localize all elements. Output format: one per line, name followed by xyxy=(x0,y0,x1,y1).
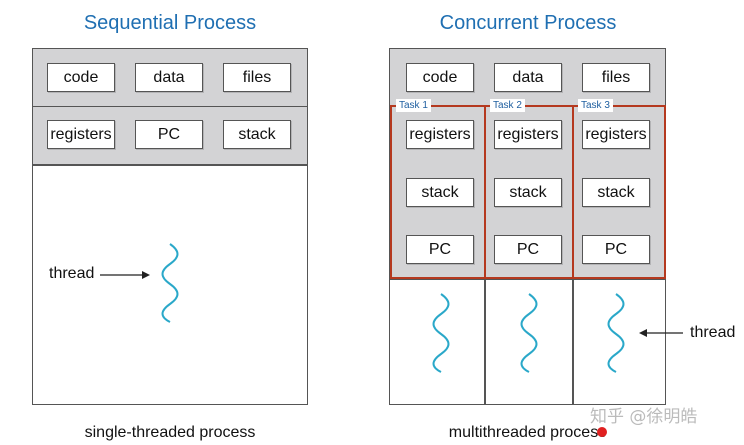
registers-box: registers xyxy=(47,120,115,149)
thread-label: thread xyxy=(690,324,736,341)
thread-arrow-icon xyxy=(639,329,683,337)
band-divider xyxy=(32,106,308,108)
task-2-registers-box: registers xyxy=(494,120,562,149)
pc-box: PC xyxy=(135,120,203,149)
data-box: data xyxy=(494,63,562,92)
thread-1-wave-icon xyxy=(432,293,450,373)
thread-wave-icon xyxy=(161,243,179,323)
task-3-registers-box: registers xyxy=(582,120,650,149)
thread-arrow-icon xyxy=(100,271,150,279)
task-1-pc-box: PC xyxy=(406,235,474,264)
task-3-group: Task 3 xyxy=(572,99,666,279)
task-1-tag: Task 1 xyxy=(396,99,431,112)
sequential-process-title: Sequential Process xyxy=(83,12,257,34)
task-2-stack-box: stack xyxy=(494,178,562,207)
concurrent-process-title: Concurrent Process xyxy=(439,12,617,34)
data-box: data xyxy=(135,63,203,92)
band-divider xyxy=(32,164,308,166)
red-dot-icon xyxy=(597,427,607,437)
code-box: code xyxy=(47,63,115,92)
thread-3-wave-icon xyxy=(607,293,625,373)
task-3-pc-box: PC xyxy=(582,235,650,264)
task-1-stack-box: stack xyxy=(406,178,474,207)
stack-box: stack xyxy=(223,120,291,149)
multithreaded-caption: multithreaded process xyxy=(448,424,607,441)
task-3-stack-box: stack xyxy=(582,178,650,207)
task-3-tag: Task 3 xyxy=(578,99,613,112)
thread-label: thread xyxy=(49,265,95,282)
code-box: code xyxy=(406,63,474,92)
files-box: files xyxy=(223,63,291,92)
task-2-pc-box: PC xyxy=(494,235,562,264)
files-box: files xyxy=(582,63,650,92)
watermark: 知乎 @徐明皓 xyxy=(590,407,698,427)
thread-column-divider xyxy=(484,278,486,405)
thread-2-wave-icon xyxy=(520,293,538,373)
single-threaded-caption: single-threaded process xyxy=(84,424,256,441)
task-1-registers-box: registers xyxy=(406,120,474,149)
thread-column-divider xyxy=(572,278,574,405)
task-2-tag: Task 2 xyxy=(490,99,525,112)
